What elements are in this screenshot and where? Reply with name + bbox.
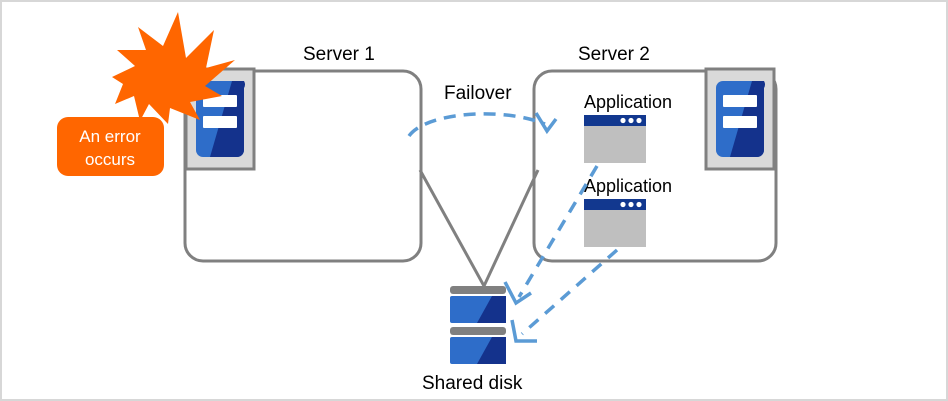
failover-arrow xyxy=(407,112,546,138)
disk-stack-icon xyxy=(450,286,506,364)
burst-icon xyxy=(112,12,235,124)
app2-arrowhead-icon xyxy=(510,319,537,343)
error-badge-line1: An error xyxy=(79,127,141,146)
app-window-icon xyxy=(584,115,646,163)
server1-to-disk-line xyxy=(418,169,486,287)
application-label: Application xyxy=(584,176,672,196)
application-label: Application xyxy=(584,92,672,112)
server1-title: Server 1 xyxy=(303,44,375,65)
failover-arrowhead-icon xyxy=(534,112,558,135)
shared-disk-label: Shared disk xyxy=(422,373,523,394)
failover-group: Failover xyxy=(407,83,558,138)
failover-label: Failover xyxy=(444,83,512,104)
server1-group: Server 1 xyxy=(183,44,423,263)
app-disk-arrows xyxy=(503,165,619,343)
server2-group: Server 2 Application xyxy=(532,44,778,263)
shared-disk-group[interactable]: Shared disk xyxy=(422,286,523,394)
app1-to-disk-arrow xyxy=(517,165,599,298)
server2-title: Server 2 xyxy=(578,44,650,65)
app-window-icon xyxy=(584,199,646,247)
app2-to-disk-arrow xyxy=(520,248,619,336)
server2-to-disk-line xyxy=(482,169,540,287)
disk-connectors xyxy=(418,169,540,287)
error-badge[interactable]: An error occurs xyxy=(57,117,164,176)
app1-arrowhead-icon xyxy=(503,281,532,306)
application-item[interactable]: Application xyxy=(584,176,672,247)
application-item[interactable]: Application xyxy=(584,92,672,163)
error-badge-line2: occurs xyxy=(85,150,135,169)
server2-icon xyxy=(704,67,776,171)
